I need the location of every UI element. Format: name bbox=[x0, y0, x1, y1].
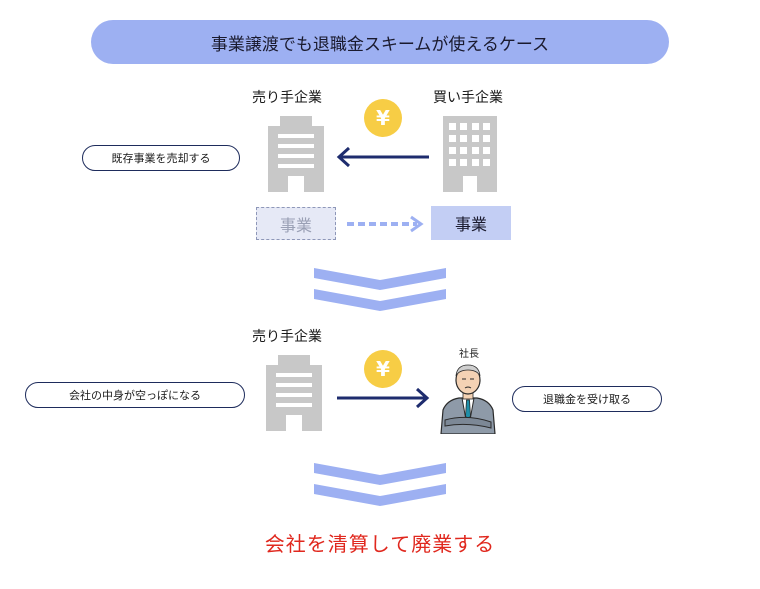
seller-building-icon bbox=[268, 116, 324, 192]
chevron-down-icon bbox=[314, 268, 446, 311]
ceo-label: 社長 bbox=[459, 349, 479, 360]
yen-coin-icon-2 bbox=[364, 350, 402, 388]
payment-arrow-left bbox=[336, 146, 429, 168]
sell-business-note: 既存事業を売却する bbox=[82, 145, 240, 171]
chevron-down-icon-2 bbox=[314, 463, 446, 506]
retirement-pay-arrow bbox=[337, 387, 430, 409]
yen-symbol-2: ¥ bbox=[376, 357, 390, 381]
buyer-building-icon bbox=[443, 116, 497, 192]
result-liquidation-text: 会社を清算して廃業する bbox=[264, 532, 496, 556]
yen-coin-icon bbox=[364, 99, 402, 137]
seller-company-label-2: 売り手企業 bbox=[252, 329, 322, 345]
yen-symbol: ¥ bbox=[376, 106, 390, 130]
buyer-company-label: 買い手企業 bbox=[433, 90, 503, 106]
receive-retirement-pay-note: 退職金を受け取る bbox=[512, 386, 662, 412]
diagram-title: 事業譲渡でも退職金スキームが使えるケース bbox=[91, 20, 669, 64]
seller-company-label: 売り手企業 bbox=[252, 90, 322, 106]
empty-company-note: 会社の中身が空っぽになる bbox=[25, 382, 245, 408]
ceo-figure-icon bbox=[440, 364, 496, 434]
transferred-business-box: 事業 bbox=[256, 207, 336, 240]
seller-building-icon-2 bbox=[266, 355, 322, 431]
acquired-business-box: 事業 bbox=[431, 206, 511, 240]
business-transfer-arrow bbox=[347, 215, 424, 233]
